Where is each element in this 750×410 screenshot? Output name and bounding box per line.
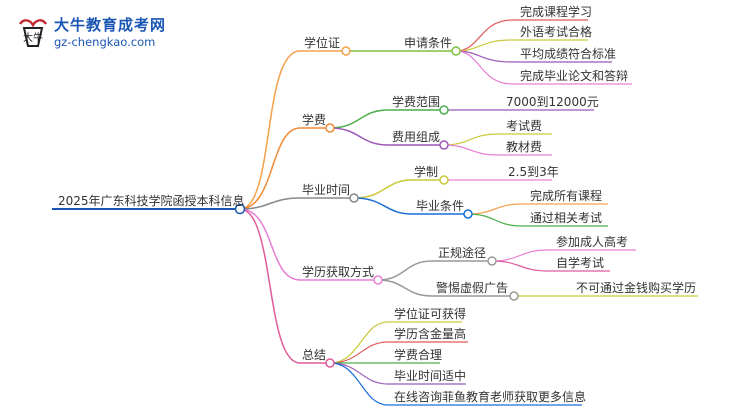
edge-zongjie-1 xyxy=(329,321,462,364)
branch-label-xuewei[interactable]: 学位证 xyxy=(304,36,341,50)
leaf-shenqing-3: 平均成绩符合标准 xyxy=(520,47,617,61)
edge-root-xuefei xyxy=(239,127,301,210)
edge-zhenggui-2 xyxy=(491,260,610,272)
edge-shenqing-4 xyxy=(455,50,632,85)
shijian-node-circle[interactable] xyxy=(349,193,359,203)
edge-fangshi-jingti xyxy=(377,279,514,297)
edge-zongjie-4 xyxy=(329,362,466,385)
zhenggui-node-circle[interactable] xyxy=(487,256,497,266)
tiaojian-node-circle[interactable] xyxy=(463,209,473,219)
edge-root-zongjie xyxy=(239,208,301,364)
edge-zucheng-2 xyxy=(443,144,552,156)
edge-xuefei-fanwei xyxy=(329,109,444,129)
xuewei-node-circle[interactable] xyxy=(341,46,351,56)
leaf-zhenggui-1: 参加成人高考 xyxy=(556,235,629,249)
edge-zongjie-5 xyxy=(329,362,582,406)
edge-fangshi-zhenggui xyxy=(377,260,492,281)
leaf-shenqing-2: 外语考试合格 xyxy=(520,25,593,39)
branch-label-shijian[interactable]: 毕业时间 xyxy=(302,183,351,197)
leaf-shenqing-1: 完成课程学习 xyxy=(520,5,593,19)
branch-label-fangshi[interactable]: 学历获取方式 xyxy=(302,265,375,279)
bull-logo-icon: 大牛 xyxy=(19,19,47,47)
edge-root-fangshi xyxy=(239,208,301,281)
zongjie-node-circle[interactable] xyxy=(325,358,335,368)
logo-site: gz-chengkao.com xyxy=(54,35,156,49)
node-shenqing[interactable]: 申请条件 xyxy=(404,36,453,50)
site-logo[interactable]: 大牛 大牛教育成考网 gz-chengkao.com xyxy=(16,14,206,54)
xuefei-node-circle[interactable] xyxy=(325,123,335,133)
edge-root-shijian xyxy=(239,197,301,210)
logo-brand: 大牛教育成考网 xyxy=(54,16,167,34)
shenqing-node-circle[interactable] xyxy=(451,46,461,56)
leaf-zongjie-2: 学历含金量高 xyxy=(394,327,467,341)
edge-root-xuewei xyxy=(239,50,301,210)
fangshi-node-circle[interactable] xyxy=(373,275,383,285)
leaf-shenqing-4: 完成毕业论文和答辩 xyxy=(520,69,629,83)
node-xuezhi[interactable]: 学制 xyxy=(414,165,439,179)
leaf-zongjie-3: 学费合理 xyxy=(394,348,443,362)
jingti-node-circle[interactable] xyxy=(509,291,519,301)
leaf-xuezhi-1: 2.5到3年 xyxy=(508,165,559,179)
edge-tiaojian-2 xyxy=(467,213,608,227)
node-jingti[interactable]: 警惕虚假广告 xyxy=(436,281,509,295)
leaf-zongjie-5: 在线咨询菲鱼教育老师获取更多信息 xyxy=(394,390,587,404)
edge-shenqing-1 xyxy=(455,19,588,52)
edge-zucheng-1 xyxy=(443,133,552,146)
node-zucheng[interactable]: 费用组成 xyxy=(392,130,441,144)
edge-shijian-xuezhi xyxy=(353,179,444,199)
root-node-circle[interactable] xyxy=(234,203,246,215)
leaf-tiaojian-2: 通过相关考试 xyxy=(530,211,603,225)
node-fanwei[interactable]: 学费范围 xyxy=(392,95,441,109)
leaf-zongjie-1: 学位证可获得 xyxy=(394,307,467,321)
root-label[interactable]: 2025年广东科技学院函授本科信息 xyxy=(58,194,245,208)
leaf-zongjie-4: 毕业时间适中 xyxy=(394,369,467,383)
node-zhenggui[interactable]: 正规途径 xyxy=(438,246,487,260)
branch-label-zongjie[interactable]: 总结 xyxy=(302,348,327,362)
leaf-zhenggui-2: 自学考试 xyxy=(556,256,605,270)
edge-shenqing-3 xyxy=(455,50,612,63)
fanwei-node-circle[interactable] xyxy=(439,105,449,115)
leaf-tiaojian-1: 完成所有课程 xyxy=(530,189,603,203)
edge-zhenggui-1 xyxy=(491,249,636,262)
edge-xuefei-zucheng xyxy=(329,127,444,146)
branch-label-xuefei[interactable]: 学费 xyxy=(302,113,327,127)
node-tiaojian[interactable]: 毕业条件 xyxy=(416,199,465,213)
xuezhi-node-circle[interactable] xyxy=(439,175,449,185)
leaf-fanwei-1: 7000到12000元 xyxy=(506,95,599,109)
leaf-zucheng-1: 考试费 xyxy=(506,119,543,133)
logo-mark-text: 大牛 xyxy=(23,31,43,44)
edge-tiaojian-1 xyxy=(467,203,608,215)
edge-shenqing-2 xyxy=(455,39,588,52)
zucheng-node-circle[interactable] xyxy=(439,140,449,150)
leaf-zucheng-2: 教材费 xyxy=(506,140,543,154)
edge-zongjie-2 xyxy=(329,341,468,364)
edge-shijian-tiaojian xyxy=(353,197,468,215)
leaf-jingti-1: 不可通过金钱购买学历 xyxy=(576,281,697,295)
